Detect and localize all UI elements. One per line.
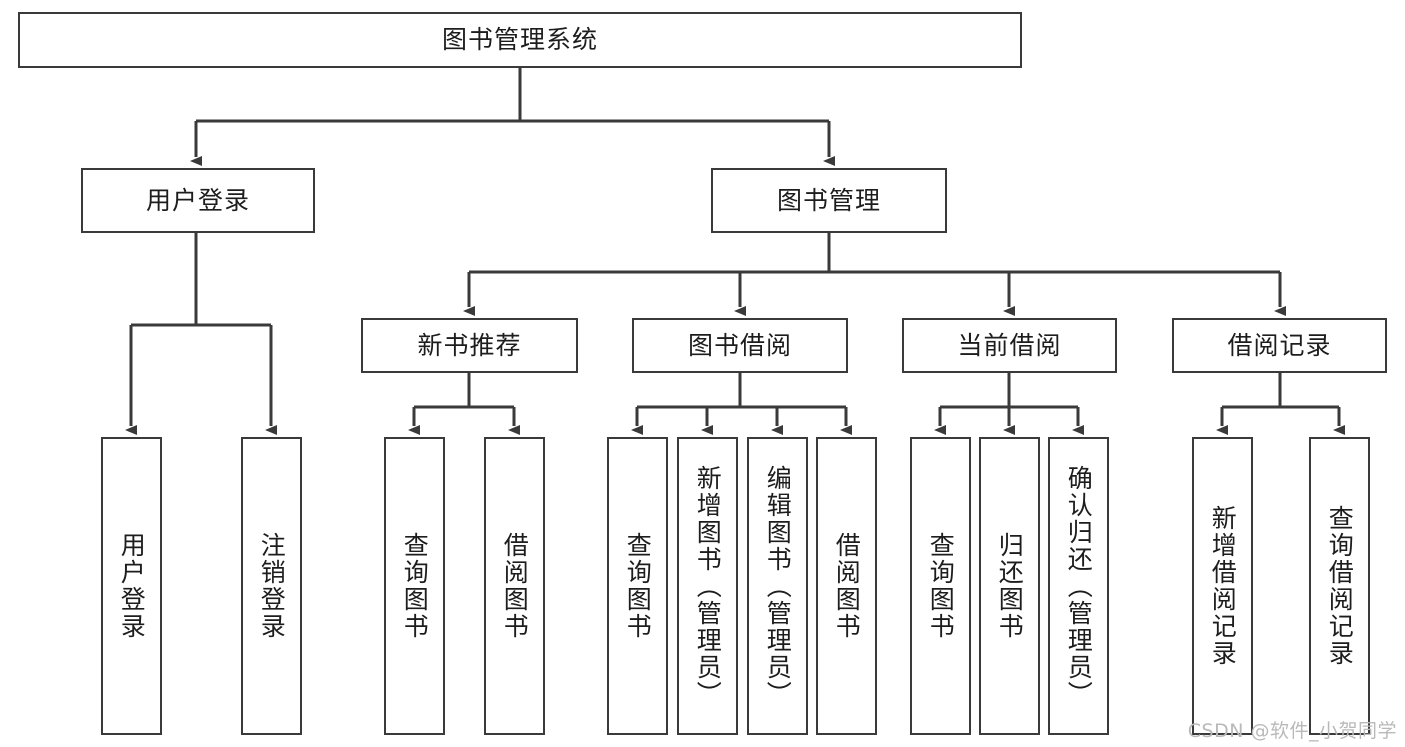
- node-new-book-recommend[interactable]: 新书推荐: [361, 318, 578, 373]
- node-leaf-add-record[interactable]: 新增借阅记录: [1192, 437, 1253, 735]
- node-leaf-query-book-3-label: 查询图书: [926, 532, 956, 640]
- node-root[interactable]: 图书管理系统: [18, 12, 1022, 68]
- node-leaf-query-book-3[interactable]: 查询图书: [910, 437, 971, 735]
- node-leaf-borrow-book-2-label: 借阅图书: [832, 532, 862, 640]
- node-leaf-edit-book-label: 编辑图书（管理员）: [763, 464, 793, 708]
- node-leaf-add-book[interactable]: 新增图书（管理员）: [677, 437, 738, 735]
- node-root-label: 图书管理系统: [441, 25, 598, 55]
- node-book-borrow[interactable]: 图书借阅: [632, 318, 848, 373]
- node-current-borrow[interactable]: 当前借阅: [902, 318, 1117, 373]
- node-leaf-borrow-book-2[interactable]: 借阅图书: [816, 437, 877, 735]
- node-borrow-record-label: 借阅记录: [1227, 330, 1332, 360]
- node-leaf-edit-book[interactable]: 编辑图书（管理员）: [747, 437, 808, 735]
- node-book-manage-label: 图书管理: [776, 185, 881, 215]
- node-user-login[interactable]: 用户登录: [81, 168, 315, 233]
- node-book-manage[interactable]: 图书管理: [711, 168, 947, 233]
- node-leaf-query-record[interactable]: 查询借阅记录: [1309, 437, 1370, 735]
- node-leaf-add-record-label: 新增借阅记录: [1208, 505, 1238, 667]
- node-leaf-query-book-2-label: 查询图书: [623, 532, 653, 640]
- node-leaf-query-book-2[interactable]: 查询图书: [607, 437, 668, 735]
- node-book-borrow-label: 图书借阅: [687, 330, 792, 360]
- node-leaf-add-book-label: 新增图书（管理员）: [693, 464, 723, 708]
- node-borrow-record[interactable]: 借阅记录: [1172, 318, 1387, 373]
- node-leaf-confirm-return[interactable]: 确认归还（管理员）: [1048, 437, 1109, 735]
- node-leaf-borrow-book-1[interactable]: 借阅图书: [484, 437, 545, 735]
- node-leaf-user-login[interactable]: 用户登录: [101, 437, 162, 735]
- node-leaf-return-book[interactable]: 归还图书: [979, 437, 1040, 735]
- node-leaf-user-login-label: 用户登录: [117, 532, 147, 640]
- node-leaf-return-book-label: 归还图书: [995, 532, 1025, 640]
- node-leaf-query-book-1-label: 查询图书: [400, 532, 430, 640]
- node-current-borrow-label: 当前借阅: [957, 330, 1062, 360]
- node-leaf-user-logout[interactable]: 注销登录: [241, 437, 302, 735]
- node-new-book-recommend-label: 新书推荐: [417, 330, 522, 360]
- node-leaf-query-book-1[interactable]: 查询图书: [384, 437, 445, 735]
- node-leaf-query-record-label: 查询借阅记录: [1325, 505, 1355, 667]
- node-leaf-user-logout-label: 注销登录: [257, 532, 287, 640]
- node-leaf-confirm-return-label: 确认归还（管理员）: [1064, 464, 1094, 708]
- node-leaf-borrow-book-1-label: 借阅图书: [500, 532, 530, 640]
- node-user-login-label: 用户登录: [145, 185, 250, 215]
